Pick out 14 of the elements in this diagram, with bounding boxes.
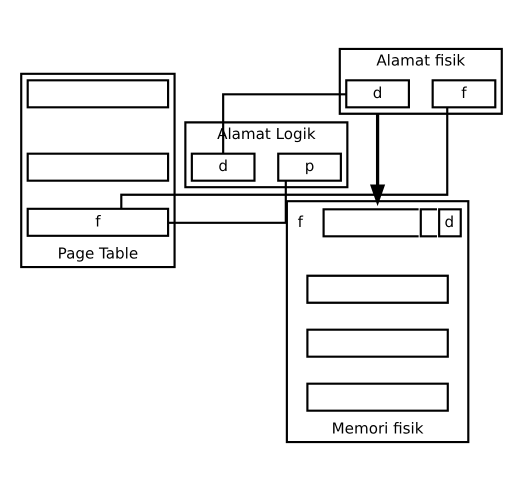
node-box: f [26,208,170,237]
node-box [306,328,449,358]
node-label: f [298,212,304,231]
arrow [370,114,386,206]
node-box: d [345,79,410,108]
node-box [306,382,449,412]
node-box [26,79,170,108]
node-box [26,152,170,182]
node-box: d [190,152,256,182]
connector [168,180,287,224]
connector [222,93,346,154]
node-box: f [432,79,496,108]
node-box: p [277,152,342,182]
node-box [306,274,449,304]
